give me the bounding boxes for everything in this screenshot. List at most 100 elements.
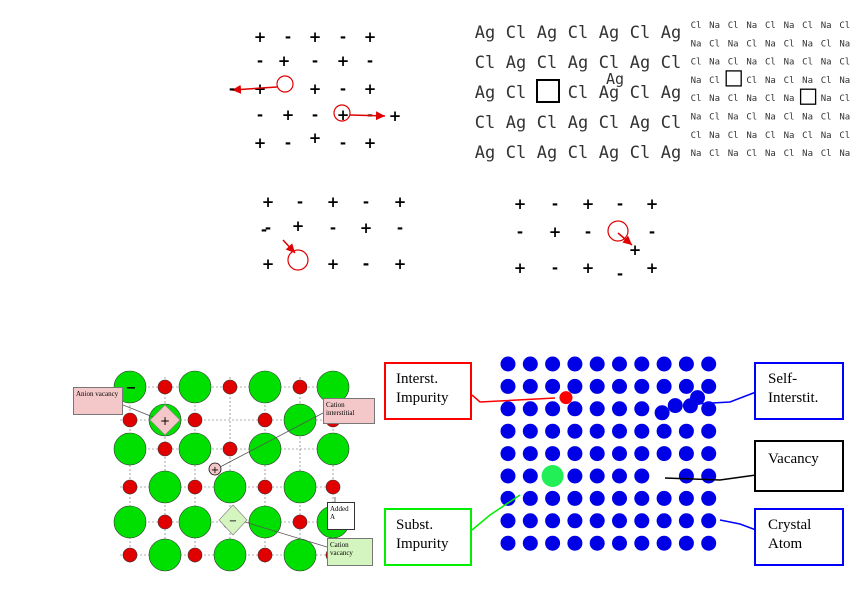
- vacancy-label: Vacancy: [768, 451, 819, 467]
- vacancy-box: Vacancy: [754, 440, 844, 492]
- added-a-label: Added A: [330, 505, 349, 521]
- plus-sign: +: [646, 259, 659, 277]
- interstitial-impurity-label: Interst. Impurity: [396, 371, 449, 406]
- crystal-atom: [678, 356, 694, 372]
- substitutional-impurity-label: Subst. Impurity: [396, 517, 449, 552]
- minus-sign: -: [340, 28, 346, 46]
- ion-label: Na: [839, 149, 850, 159]
- cation-vacancy-label: Cation vacancy: [330, 541, 353, 557]
- crystal-atom: [612, 356, 627, 372]
- ion-label: Ag: [475, 143, 495, 163]
- crystal-atom: [634, 490, 650, 506]
- crystal-atom: [545, 423, 561, 439]
- migration-arrow: [349, 111, 386, 121]
- ion-label: Ag: [599, 23, 619, 43]
- ion-label: Ag: [661, 143, 681, 163]
- ion-label: Ag: [475, 23, 495, 43]
- minus-sign: -: [285, 28, 291, 46]
- callout-pointer: [664, 474, 757, 481]
- plus-sign: +: [646, 195, 659, 213]
- minus-sign: -: [297, 193, 303, 211]
- minus-sign: -: [340, 80, 346, 98]
- crystal-atom: [589, 468, 605, 484]
- ion-label: Cl: [765, 131, 776, 141]
- callout-pointer: [719, 519, 757, 531]
- minus-sign: -: [257, 106, 263, 124]
- ion-label: Ag: [506, 113, 526, 133]
- crystal-atom: [701, 423, 717, 439]
- ion-label: Na: [821, 131, 832, 141]
- crystal-atom: [656, 513, 672, 529]
- ion-label: Na: [709, 94, 720, 104]
- crystal-atom: [589, 356, 605, 372]
- vacancy-circle: [607, 220, 629, 242]
- ion-label: Na: [691, 113, 702, 123]
- ion-label: Ag: [568, 53, 588, 73]
- crystal-atom: [678, 513, 694, 529]
- ion-label: Cl: [691, 21, 702, 31]
- crystal-atom: [678, 423, 694, 439]
- anion-sphere: [178, 370, 212, 404]
- crystal-atom: [701, 535, 717, 551]
- cation-sphere: [122, 412, 138, 428]
- cation-sphere: [222, 441, 238, 457]
- anion-sphere: [178, 505, 212, 539]
- crystal-atom: [678, 378, 694, 394]
- minus-sign: -: [617, 265, 623, 283]
- plus-sign: +: [278, 52, 291, 70]
- crystal-atom: [701, 401, 717, 417]
- anion-vacancy-label: Anion vacancy: [76, 390, 119, 398]
- cation-sphere: [157, 514, 173, 530]
- ion-label: Ag: [630, 53, 650, 73]
- crystal-atom: [612, 490, 627, 506]
- plus-sign: +: [364, 80, 377, 98]
- crystal-atom: [612, 401, 627, 417]
- crystal-atom-label: Crystal Atom: [768, 517, 812, 552]
- ion-label: Na: [839, 39, 850, 49]
- anion-sphere: [283, 470, 317, 504]
- crystal-atom: [500, 356, 516, 372]
- ion-label: Cl: [709, 76, 720, 86]
- plus-sign: +: [327, 193, 340, 211]
- ion-label: Ag: [661, 23, 681, 43]
- minus-sign: -: [285, 134, 291, 152]
- crystal-atom: [567, 535, 583, 551]
- ion-label: Cl: [506, 23, 526, 43]
- vacancy-circle: [333, 104, 351, 122]
- vacancy-circle: [276, 75, 294, 93]
- ion-label: Cl: [839, 21, 850, 31]
- ion-label: Cl: [599, 113, 619, 133]
- ion-label: Cl: [568, 23, 588, 43]
- ion-label: Cl: [765, 21, 776, 31]
- interstitial-ion-label: Ag: [606, 70, 624, 88]
- ion-label: Cl: [475, 53, 495, 73]
- crystal-atom: [522, 535, 538, 551]
- leader-line: [219, 412, 324, 468]
- ion-label: Cl: [709, 113, 720, 123]
- cation-sphere: [292, 514, 308, 530]
- crystal-atom: [522, 513, 538, 529]
- ion-label: Cl: [839, 94, 850, 104]
- crystal-atom: [612, 378, 627, 394]
- vacancy-square: [799, 88, 817, 105]
- cation-sphere: [222, 379, 238, 395]
- cation-sphere: [122, 479, 138, 495]
- plus-sign: +: [514, 259, 527, 277]
- cation-sphere: [187, 412, 203, 428]
- crystal-atom: [612, 446, 627, 462]
- plus-sign: +: [629, 241, 642, 259]
- anion-sphere: [283, 403, 317, 437]
- anion-sphere: [113, 505, 147, 539]
- crystal-atom: [545, 446, 561, 462]
- ion-label: Ag: [506, 53, 526, 73]
- ion-label: Cl: [630, 83, 650, 103]
- plus-sign: +: [364, 134, 377, 152]
- self-interstitial-atom: [667, 398, 683, 414]
- ion-label: Na: [802, 76, 813, 86]
- ion-label: Na: [746, 94, 757, 104]
- ion-label: Cl: [537, 113, 557, 133]
- interstitial-impurity-atom: [559, 391, 573, 405]
- cation-vacancy-callout: Cation vacancy: [327, 538, 373, 566]
